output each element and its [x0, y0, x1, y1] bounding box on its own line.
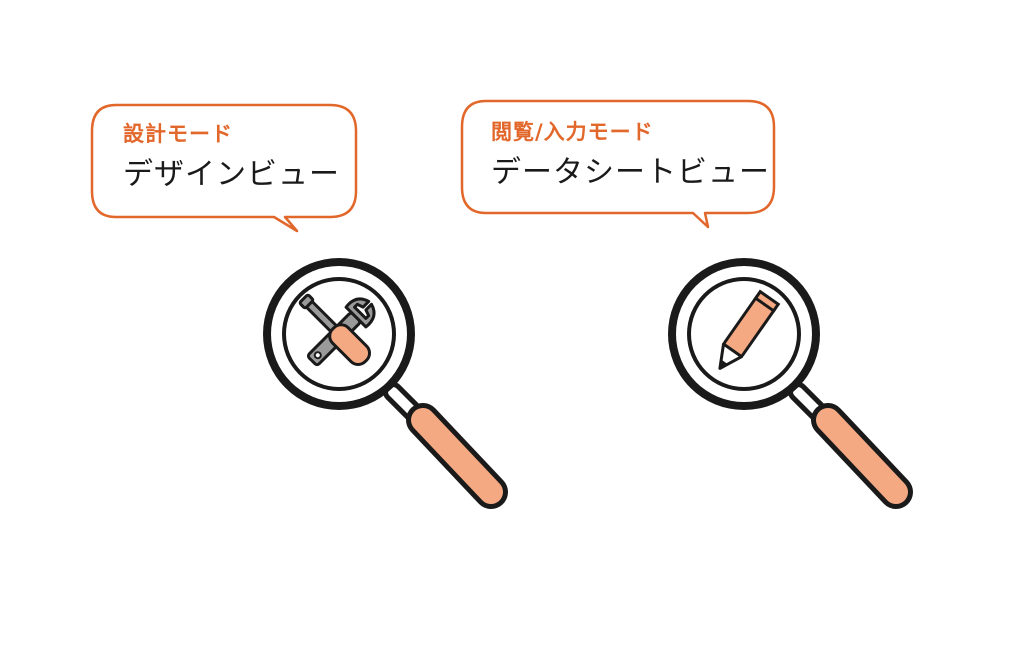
design-view-callout: 設計モード デザインビュー — [90, 103, 358, 233]
magnifier-handle — [788, 382, 913, 509]
speech-bubble — [90, 103, 358, 233]
design-view-label: デザインビュー — [123, 157, 340, 192]
design-mode-label: 設計モード — [123, 122, 233, 146]
pencil-icon — [718, 289, 781, 370]
datasheet-magnifier-icon — [668, 258, 913, 509]
datasheet-mode-label: 閲覧/入力モード — [491, 120, 654, 144]
magnifier-handle — [383, 382, 508, 509]
design-magnifier-icon — [263, 258, 508, 509]
datasheet-view-callout: 閲覧/入力モード データシートビュー — [460, 99, 776, 229]
speech-bubble — [460, 99, 776, 229]
datasheet-view-label: データシートビュー — [491, 155, 770, 190]
wrench-screwdriver-icon — [298, 293, 376, 367]
